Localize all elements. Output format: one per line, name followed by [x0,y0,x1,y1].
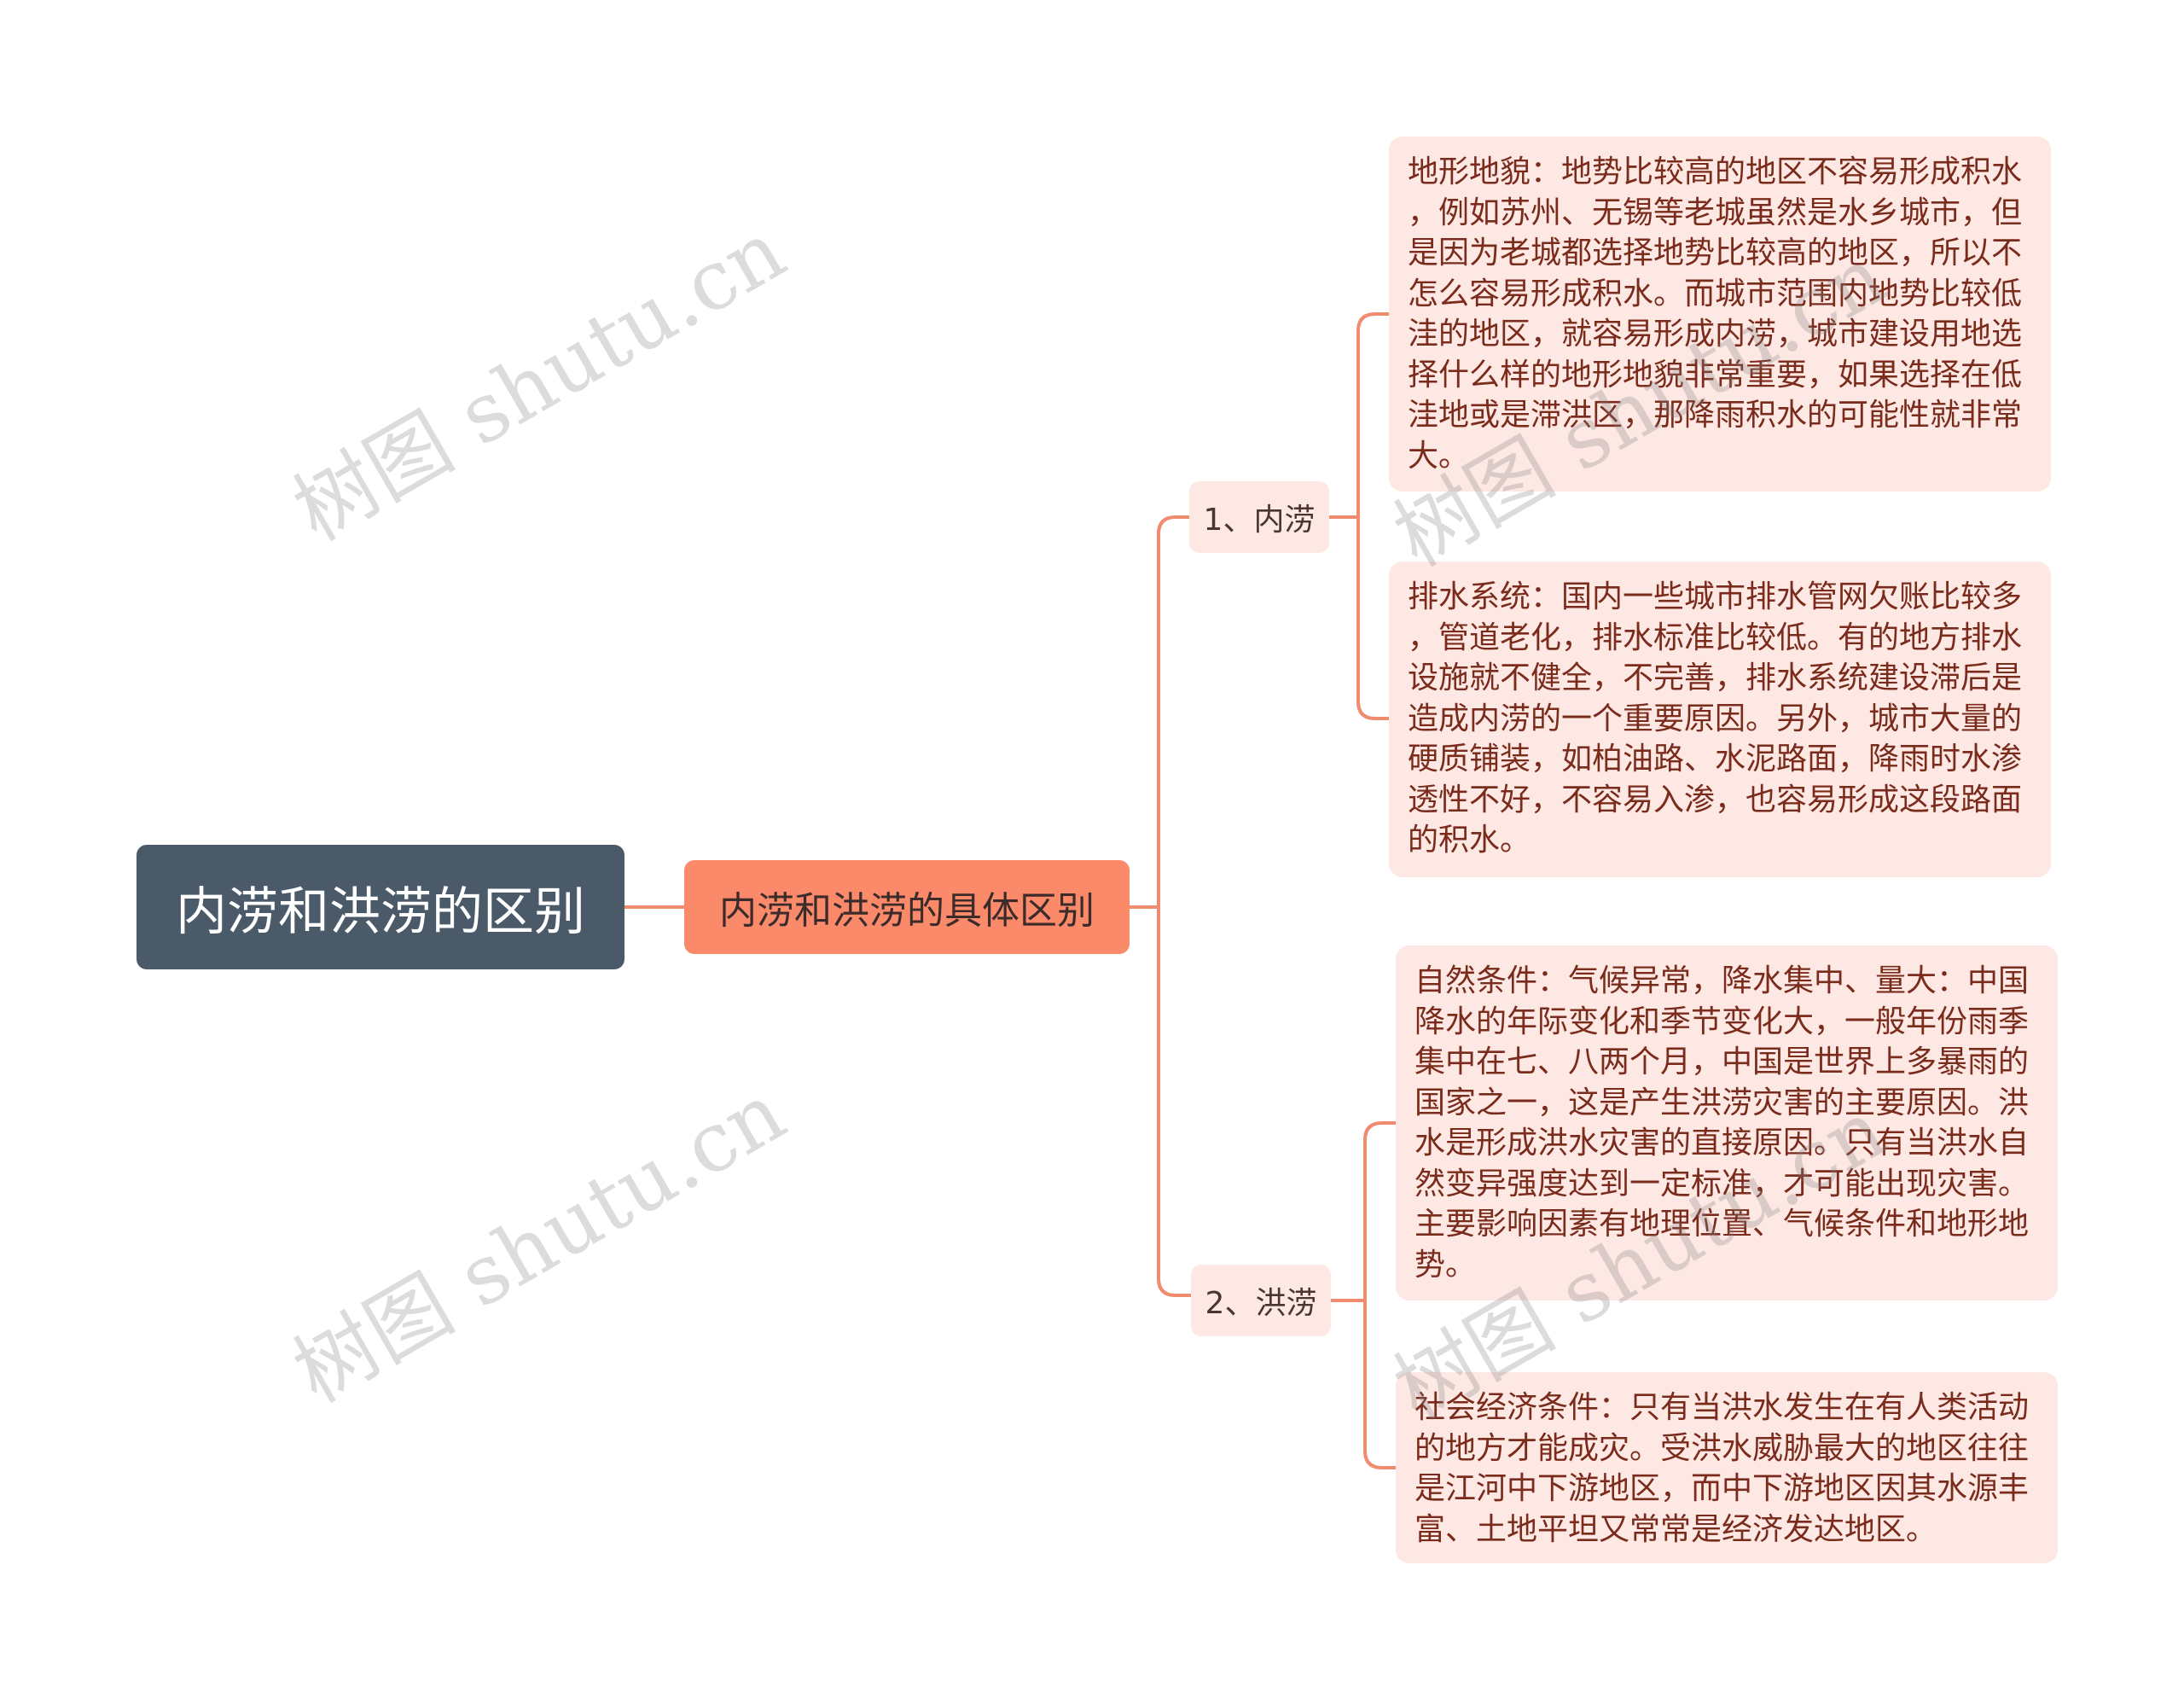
leaf-node-drainage[interactable]: 排水系统：国内一些城市排水管网欠账比较多 ，管道老化，排水标准比较低。有的地方排… [1389,561,2051,877]
main-topic-label: 内涝和洪涝的具体区别 [719,889,1095,933]
category-label: 1、内涝 [1203,503,1316,538]
main-topic-node[interactable]: 内涝和洪涝的具体区别 [684,860,1130,954]
connector-trunk-cat1 [1157,515,1193,1297]
connector-cat1-leaves [1356,312,1391,720]
leaf-node-natural-conditions[interactable]: 自然条件：气候异常，降水集中、量大：中国 降水的年际变化和季节变化大，一般年份雨… [1396,945,2058,1300]
leaf-node-socioeconomic[interactable]: 社会经济条件：只有当洪水发生在有人类活动 的地方才能成灾。受洪水威胁最大的地区往… [1396,1372,2058,1563]
leaf-node-terrain[interactable]: 地形地貌：地势比较高的地区不容易形成积水 ，例如苏州、无锡等老城虽然是水乡城市，… [1389,137,2051,492]
category-label: 2、洪涝 [1205,1286,1317,1321]
category-node-honglao[interactable]: 2、洪涝 [1191,1265,1331,1336]
root-label: 内涝和洪涝的区别 [176,881,585,942]
connector-cat2-leaves [1363,1121,1397,1469]
category-node-neilao[interactable]: 1、内涝 [1189,481,1329,553]
root-node[interactable]: 内涝和洪涝的区别 [136,845,624,969]
